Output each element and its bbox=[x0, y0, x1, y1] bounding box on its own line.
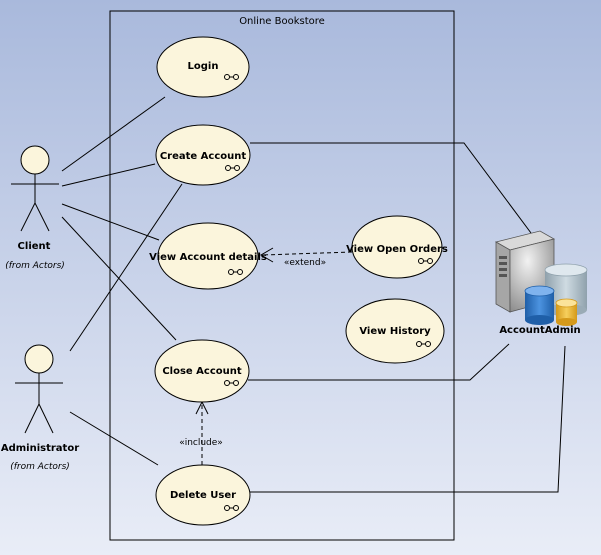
assoc-admin-delete-user bbox=[69, 411, 159, 466]
assoc-accountadmin-create-account bbox=[250, 142, 532, 234]
usecase-view-account-details-label: View Account details bbox=[149, 252, 267, 263]
usecase-create-account-icon bbox=[225, 165, 240, 171]
actor-client[interactable]: Client (from Actors) bbox=[5, 145, 65, 271]
usecase-view-open-orders-icon bbox=[418, 258, 433, 264]
usecase-login[interactable]: Login bbox=[156, 36, 250, 98]
actor-client-origin: (from Actors) bbox=[5, 261, 65, 271]
actor-administrator-origin: (from Actors) bbox=[10, 462, 70, 472]
actor-client-name: Client bbox=[18, 241, 51, 252]
usecase-delete-user-icon bbox=[224, 505, 239, 511]
assoc-client-create-account bbox=[61, 163, 156, 187]
assoc-client-login bbox=[61, 96, 166, 172]
usecase-view-history-icon bbox=[416, 341, 431, 347]
system-boundary bbox=[109, 10, 455, 541]
stick-figure-icon bbox=[11, 145, 59, 232]
usecase-view-history[interactable]: View History bbox=[345, 298, 445, 364]
actor-account-admin-name: AccountAdmin bbox=[499, 325, 580, 336]
assoc-admin-create-account bbox=[69, 183, 183, 352]
usecase-close-account-icon bbox=[224, 380, 239, 386]
assoc-accountadmin-close-account bbox=[248, 343, 510, 381]
usecase-close-account-label: Close Account bbox=[162, 366, 242, 377]
usecase-create-account-label: Create Account bbox=[160, 151, 247, 162]
extend-relation: «extend» bbox=[260, 247, 353, 268]
actor-administrator-name: Administrator bbox=[1, 443, 79, 454]
server-database-icon bbox=[494, 230, 588, 326]
usecase-create-account[interactable]: Create Account bbox=[155, 124, 251, 186]
assoc-accountadmin-delete-user bbox=[249, 345, 566, 493]
include-label: «include» bbox=[179, 438, 223, 448]
usecase-view-history-label: View History bbox=[359, 326, 431, 337]
assoc-client-view-account-details bbox=[61, 203, 160, 241]
usecase-login-label: Login bbox=[188, 61, 219, 72]
system-boundary-title: Online Bookstore bbox=[239, 16, 325, 27]
usecase-view-account-details-icon bbox=[228, 269, 243, 275]
usecase-delete-user-label: Delete User bbox=[170, 490, 236, 501]
actor-account-admin[interactable]: AccountAdmin bbox=[494, 230, 588, 336]
usecase-delete-user[interactable]: Delete User bbox=[155, 464, 251, 526]
usecase-close-account[interactable]: Close Account bbox=[154, 339, 250, 403]
stick-figure-icon bbox=[15, 344, 63, 434]
usecase-login-icon bbox=[224, 74, 239, 80]
extend-label: «extend» bbox=[284, 258, 326, 268]
usecase-view-open-orders[interactable]: View Open Orders bbox=[346, 215, 448, 279]
usecase-view-open-orders-label: View Open Orders bbox=[346, 244, 448, 255]
actor-administrator[interactable]: Administrator (from Actors) bbox=[1, 344, 79, 472]
association-lines bbox=[61, 96, 566, 493]
usecase-view-account-details[interactable]: View Account details bbox=[149, 222, 267, 290]
